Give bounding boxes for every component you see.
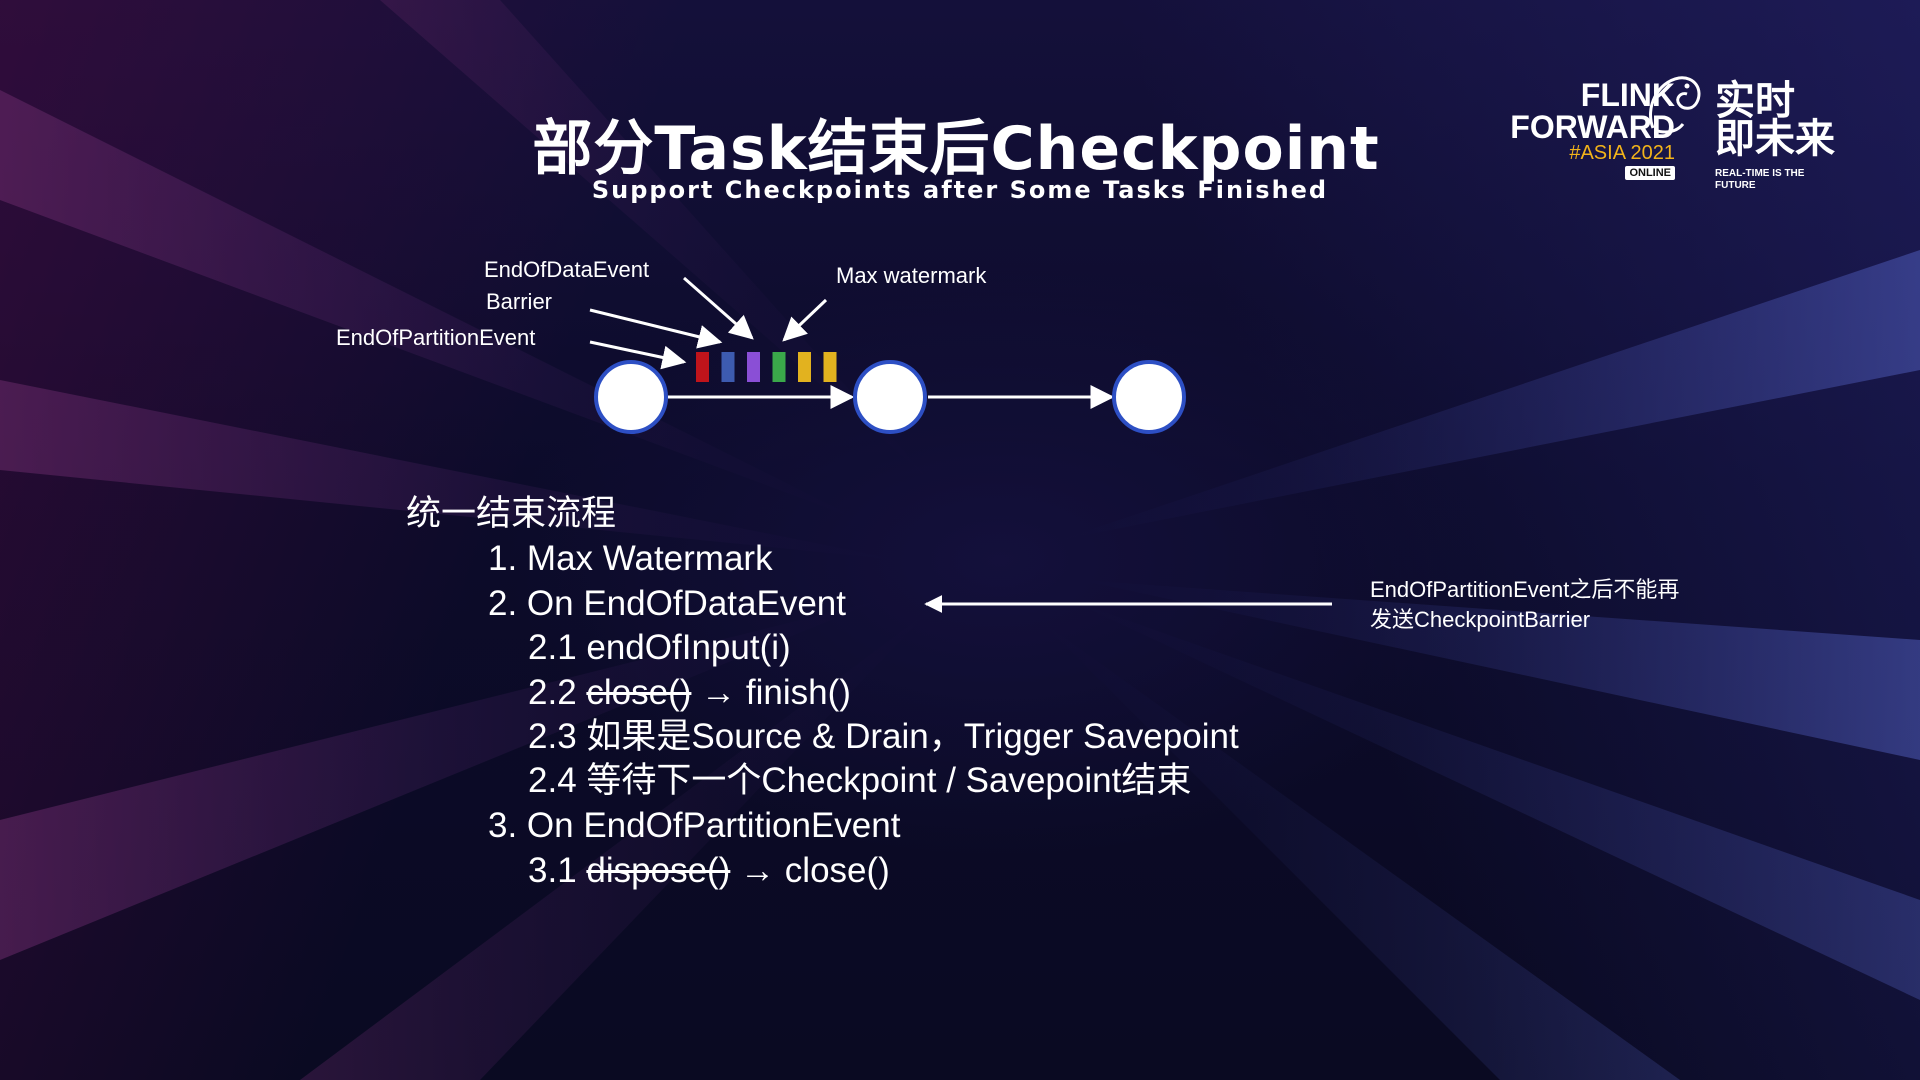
task-node-3 xyxy=(1112,360,1186,434)
barrier-pointer xyxy=(589,308,723,349)
flow-item-2-2: 2.2 close() → finish() xyxy=(528,673,851,713)
logo-line1: FLINK xyxy=(1580,77,1675,113)
event-block-1 xyxy=(696,352,709,382)
side-note-line2: 发送CheckpointBarrier xyxy=(1370,607,1591,632)
flow-item-2-3: 2.3 如果是Source & Drain，Trigger Savepoint xyxy=(528,717,1239,756)
deprecated-method: close() xyxy=(586,673,692,712)
new-method: finish() xyxy=(745,673,851,712)
squirrel-icon xyxy=(1649,76,1701,134)
logo-line2: FORWARD xyxy=(1510,109,1675,145)
side-note-line1: EndOfPartitionEvent之后不能再 xyxy=(1370,577,1680,602)
flow-item-1: 1. Max Watermark xyxy=(488,539,773,578)
logo-badge: ONLINE xyxy=(1625,166,1675,180)
flow-item-3-1: 3.1 dispose() → close() xyxy=(528,851,890,891)
logo-tagline: REAL-TIME IS THE FUTURE xyxy=(1715,168,1805,191)
flow-heading: 统一结束流程 xyxy=(406,494,617,533)
flink-forward-logo: FLINK FORWARD #ASIA 2021 ONLINE 实时 即未来 R… xyxy=(1510,76,1845,191)
label-max-watermark: Max watermark xyxy=(836,263,987,288)
slide-title: 部分Task结束后Checkpoint xyxy=(532,114,1380,184)
new-method: close() xyxy=(784,851,890,890)
event-block-4 xyxy=(772,352,786,382)
event-blocks xyxy=(696,352,837,382)
slide-subtitle: Support Checkpoints after Some Tasks Fin… xyxy=(591,176,1329,204)
event-block-5 xyxy=(798,352,811,382)
end-of-data-pointer xyxy=(683,276,754,340)
flow-item-2-4: 2.4 等待下一个Checkpoint / Savepoint结束 xyxy=(528,761,1192,800)
event-block-2 xyxy=(721,352,735,382)
event-block-6 xyxy=(823,352,837,382)
flow-item-3: 3. On EndOfPartitionEvent xyxy=(488,806,901,845)
arrow-icon: → xyxy=(691,673,746,712)
deprecated-method: dispose() xyxy=(586,851,731,890)
end-of-partition-pointer xyxy=(589,340,687,370)
item-number: 3.1 xyxy=(528,851,587,890)
logo-cn-line1: 实时 xyxy=(1715,78,1795,124)
arrow-icon: → xyxy=(730,851,785,890)
logo-edition: #ASIA 2021 xyxy=(1569,142,1675,164)
task-node-1 xyxy=(594,360,668,434)
event-block-3 xyxy=(747,352,760,382)
max-watermark-pointer xyxy=(782,298,828,342)
label-end-of-partition-event: EndOfPartitionEvent xyxy=(336,325,536,350)
side-note: EndOfPartitionEvent之后不能再 发送CheckpointBar… xyxy=(1370,575,1679,635)
flow-item-2: 2. On EndOfDataEvent xyxy=(488,584,846,623)
label-end-of-data-event: EndOfDataEvent xyxy=(484,257,650,282)
label-barrier: Barrier xyxy=(486,289,553,314)
task-node-2 xyxy=(853,360,927,434)
logo-cn-line2: 即未来 xyxy=(1715,116,1835,162)
item-number: 2.2 xyxy=(528,673,587,712)
flow-item-2-1: 2.1 endOfInput(i) xyxy=(528,628,791,667)
